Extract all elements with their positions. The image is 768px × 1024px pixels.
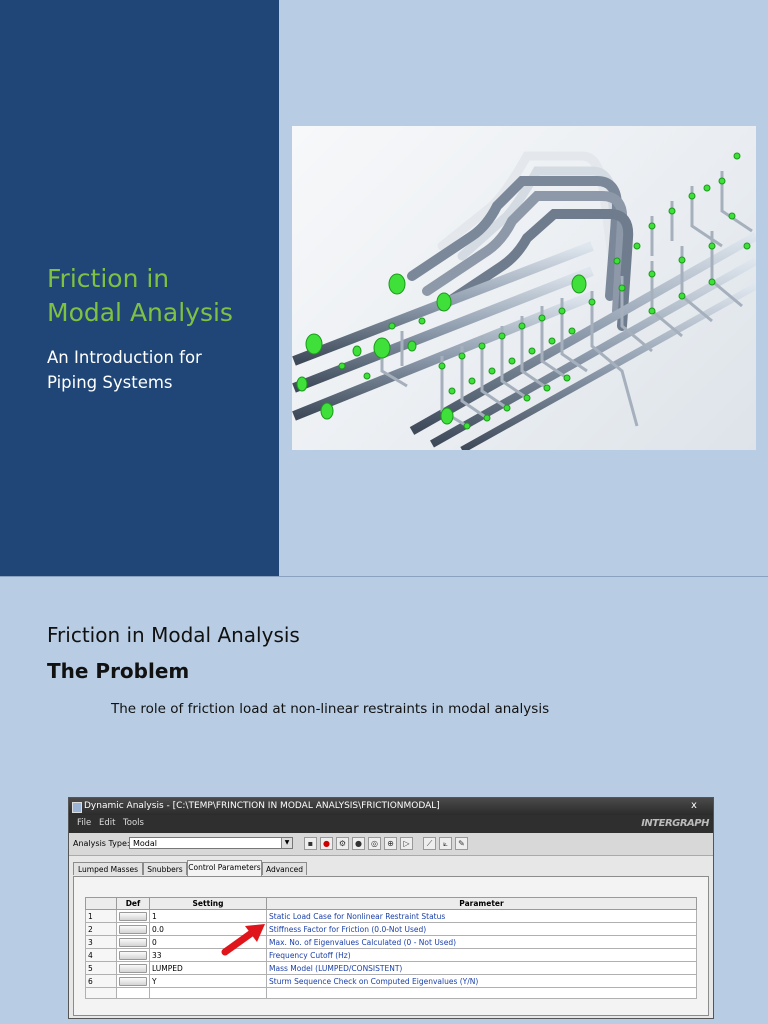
column-header-parameter: Parameter: [266, 897, 697, 910]
default-button[interactable]: [119, 963, 147, 973]
table-row[interactable]: 3 0 Max. No. of Eigenvalues Calculated (…: [85, 935, 697, 949]
table-row[interactable]: 5 LUMPED Mass Model (LUMPED/CONSISTENT): [85, 961, 697, 975]
tab-advanced[interactable]: Advanced: [262, 862, 307, 875]
setting-cell[interactable]: 1: [149, 909, 267, 923]
table-header-row: Def Setting Parameter: [85, 897, 697, 910]
table-row[interactable]: 1 1 Static Load Case for Nonlinear Restr…: [85, 909, 697, 923]
setting-cell[interactable]: Y: [149, 974, 267, 988]
row-number: 6: [85, 974, 117, 988]
table-row[interactable]: 6 Y Sturm Sequence Check on Computed Eig…: [85, 974, 697, 988]
setting-cell: [149, 987, 267, 999]
def-cell: [116, 948, 150, 962]
slide-divider: [0, 576, 768, 577]
analysis-type-select[interactable]: Modal ▼: [129, 837, 293, 849]
analysis-type-label: Analysis Type:: [73, 839, 130, 848]
problem-slide: Friction in Modal Analysis The Problem T…: [0, 577, 768, 1024]
chart-icon[interactable]: ⟀: [439, 837, 452, 850]
def-cell: [116, 922, 150, 936]
row-number: 2: [85, 922, 117, 936]
def-cell: [116, 987, 150, 999]
slide-title: Friction in Modal Analysis: [47, 264, 233, 327]
slide-body-text: The role of friction load at non-linear …: [111, 701, 550, 717]
piping-model-render: [292, 151, 756, 450]
column-header-setting: Setting: [149, 897, 267, 910]
setting-cell[interactable]: LUMPED: [149, 961, 267, 975]
record-icon[interactable]: ●: [352, 837, 365, 850]
red-arrow-icon: [221, 924, 265, 956]
window-title: Dynamic Analysis - [C:\TEMP\FRINCTION IN…: [84, 801, 440, 811]
chevron-down-icon[interactable]: ▼: [281, 838, 292, 848]
tool-icon[interactable]: ✎: [455, 837, 468, 850]
window-titlebar: Dynamic Analysis - [C:\TEMP\FRINCTION IN…: [69, 798, 713, 815]
menu-file[interactable]: File: [77, 818, 92, 828]
def-cell: [116, 961, 150, 975]
toolbar: Analysis Type: Modal ▼ ▪ ● ⚙ ● ◎ ⊕ ▷ ⟋ ⟀…: [69, 833, 713, 856]
slide-subtitle: An Introduction for Piping Systems: [47, 348, 202, 392]
title-panel: [0, 0, 279, 576]
def-cell: [116, 935, 150, 949]
row-number: 1: [85, 909, 117, 923]
graph-icon[interactable]: ⟋: [423, 837, 436, 850]
parameter-cell: Sturm Sequence Check on Computed Eigenva…: [266, 974, 697, 988]
row-number: [85, 987, 117, 999]
analysis-type-value: Modal: [133, 839, 157, 848]
default-button[interactable]: [119, 937, 147, 947]
stop-icon[interactable]: ●: [320, 837, 333, 850]
slide-subheading: The Problem: [47, 659, 190, 683]
default-button[interactable]: [119, 911, 147, 921]
parameters-table: Def Setting Parameter 1 1 Static Load Ca…: [85, 897, 697, 999]
app-icon: [72, 802, 82, 813]
column-header-def: Def: [116, 897, 150, 910]
table-row-empty: [85, 987, 697, 999]
run-icon[interactable]: ⚙: [336, 837, 349, 850]
menu-edit[interactable]: Edit: [99, 818, 116, 828]
parameter-cell: Static Load Case for Nonlinear Restraint…: [266, 909, 697, 923]
column-header-index: [85, 897, 117, 910]
close-icon[interactable]: x: [691, 800, 697, 811]
tab-snubbers[interactable]: Snubbers: [143, 862, 187, 875]
def-cell: [116, 974, 150, 988]
menu-tools[interactable]: Tools: [123, 818, 144, 828]
default-button[interactable]: [119, 976, 147, 986]
parameter-cell: Mass Model (LUMPED/CONSISTENT): [266, 961, 697, 975]
row-number: 5: [85, 961, 117, 975]
default-button[interactable]: [119, 924, 147, 934]
parameter-cell: Stiffness Factor for Friction (0.0-Not U…: [266, 922, 697, 936]
settings-icon[interactable]: ⊕: [384, 837, 397, 850]
save-icon[interactable]: ▪: [304, 837, 317, 850]
parameter-cell: Max. No. of Eigenvalues Calculated (0 - …: [266, 935, 697, 949]
default-button[interactable]: [119, 950, 147, 960]
intergraph-logo: INTERGRAPH: [641, 818, 709, 829]
piping-model-image: [292, 126, 756, 450]
row-number: 3: [85, 935, 117, 949]
table-row[interactable]: 4 33 Frequency Cutoff (Hz): [85, 948, 697, 962]
row-number: 4: [85, 948, 117, 962]
dynamic-analysis-window: Dynamic Analysis - [C:\TEMP\FRINCTION IN…: [68, 797, 714, 1019]
title-slide: Friction in Modal Analysis An Introducti…: [0, 0, 756, 576]
play-icon[interactable]: ▷: [400, 837, 413, 850]
menu-bar: File Edit Tools INTERGRAPH: [69, 815, 713, 833]
def-cell: [116, 909, 150, 923]
tab-control-parameters[interactable]: Control Parameters: [187, 860, 262, 876]
parameter-cell: Frequency Cutoff (Hz): [266, 948, 697, 962]
tab-lumped-masses[interactable]: Lumped Masses: [73, 862, 143, 875]
target-icon[interactable]: ◎: [368, 837, 381, 850]
parameter-cell: [266, 987, 697, 999]
slide-heading: Friction in Modal Analysis: [47, 623, 300, 647]
table-row[interactable]: 2 0.0 Stiffness Factor for Friction (0.0…: [85, 922, 697, 936]
